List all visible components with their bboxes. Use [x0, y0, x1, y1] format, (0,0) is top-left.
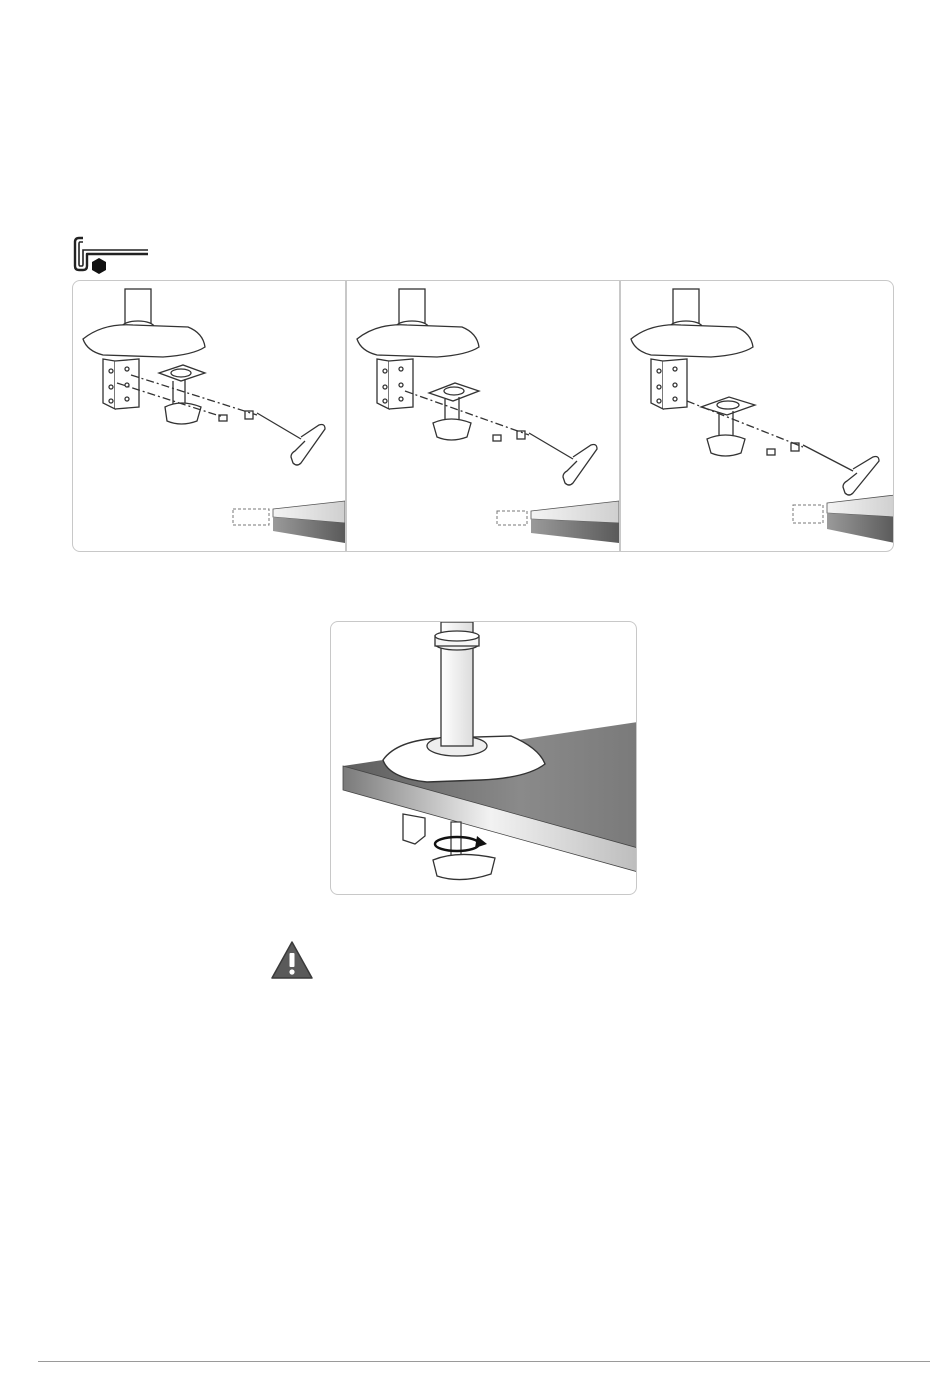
- hex-key-icon: [70, 232, 152, 278]
- mount-step-2: [347, 281, 619, 551]
- mount-step-3: [621, 281, 894, 551]
- mount-step-1: [73, 281, 345, 551]
- desk-clamp-illustration: [330, 621, 637, 895]
- footer-rule: [38, 1361, 930, 1362]
- warning-triangle-icon: [270, 940, 314, 980]
- mounting-steps-panel: [72, 280, 894, 552]
